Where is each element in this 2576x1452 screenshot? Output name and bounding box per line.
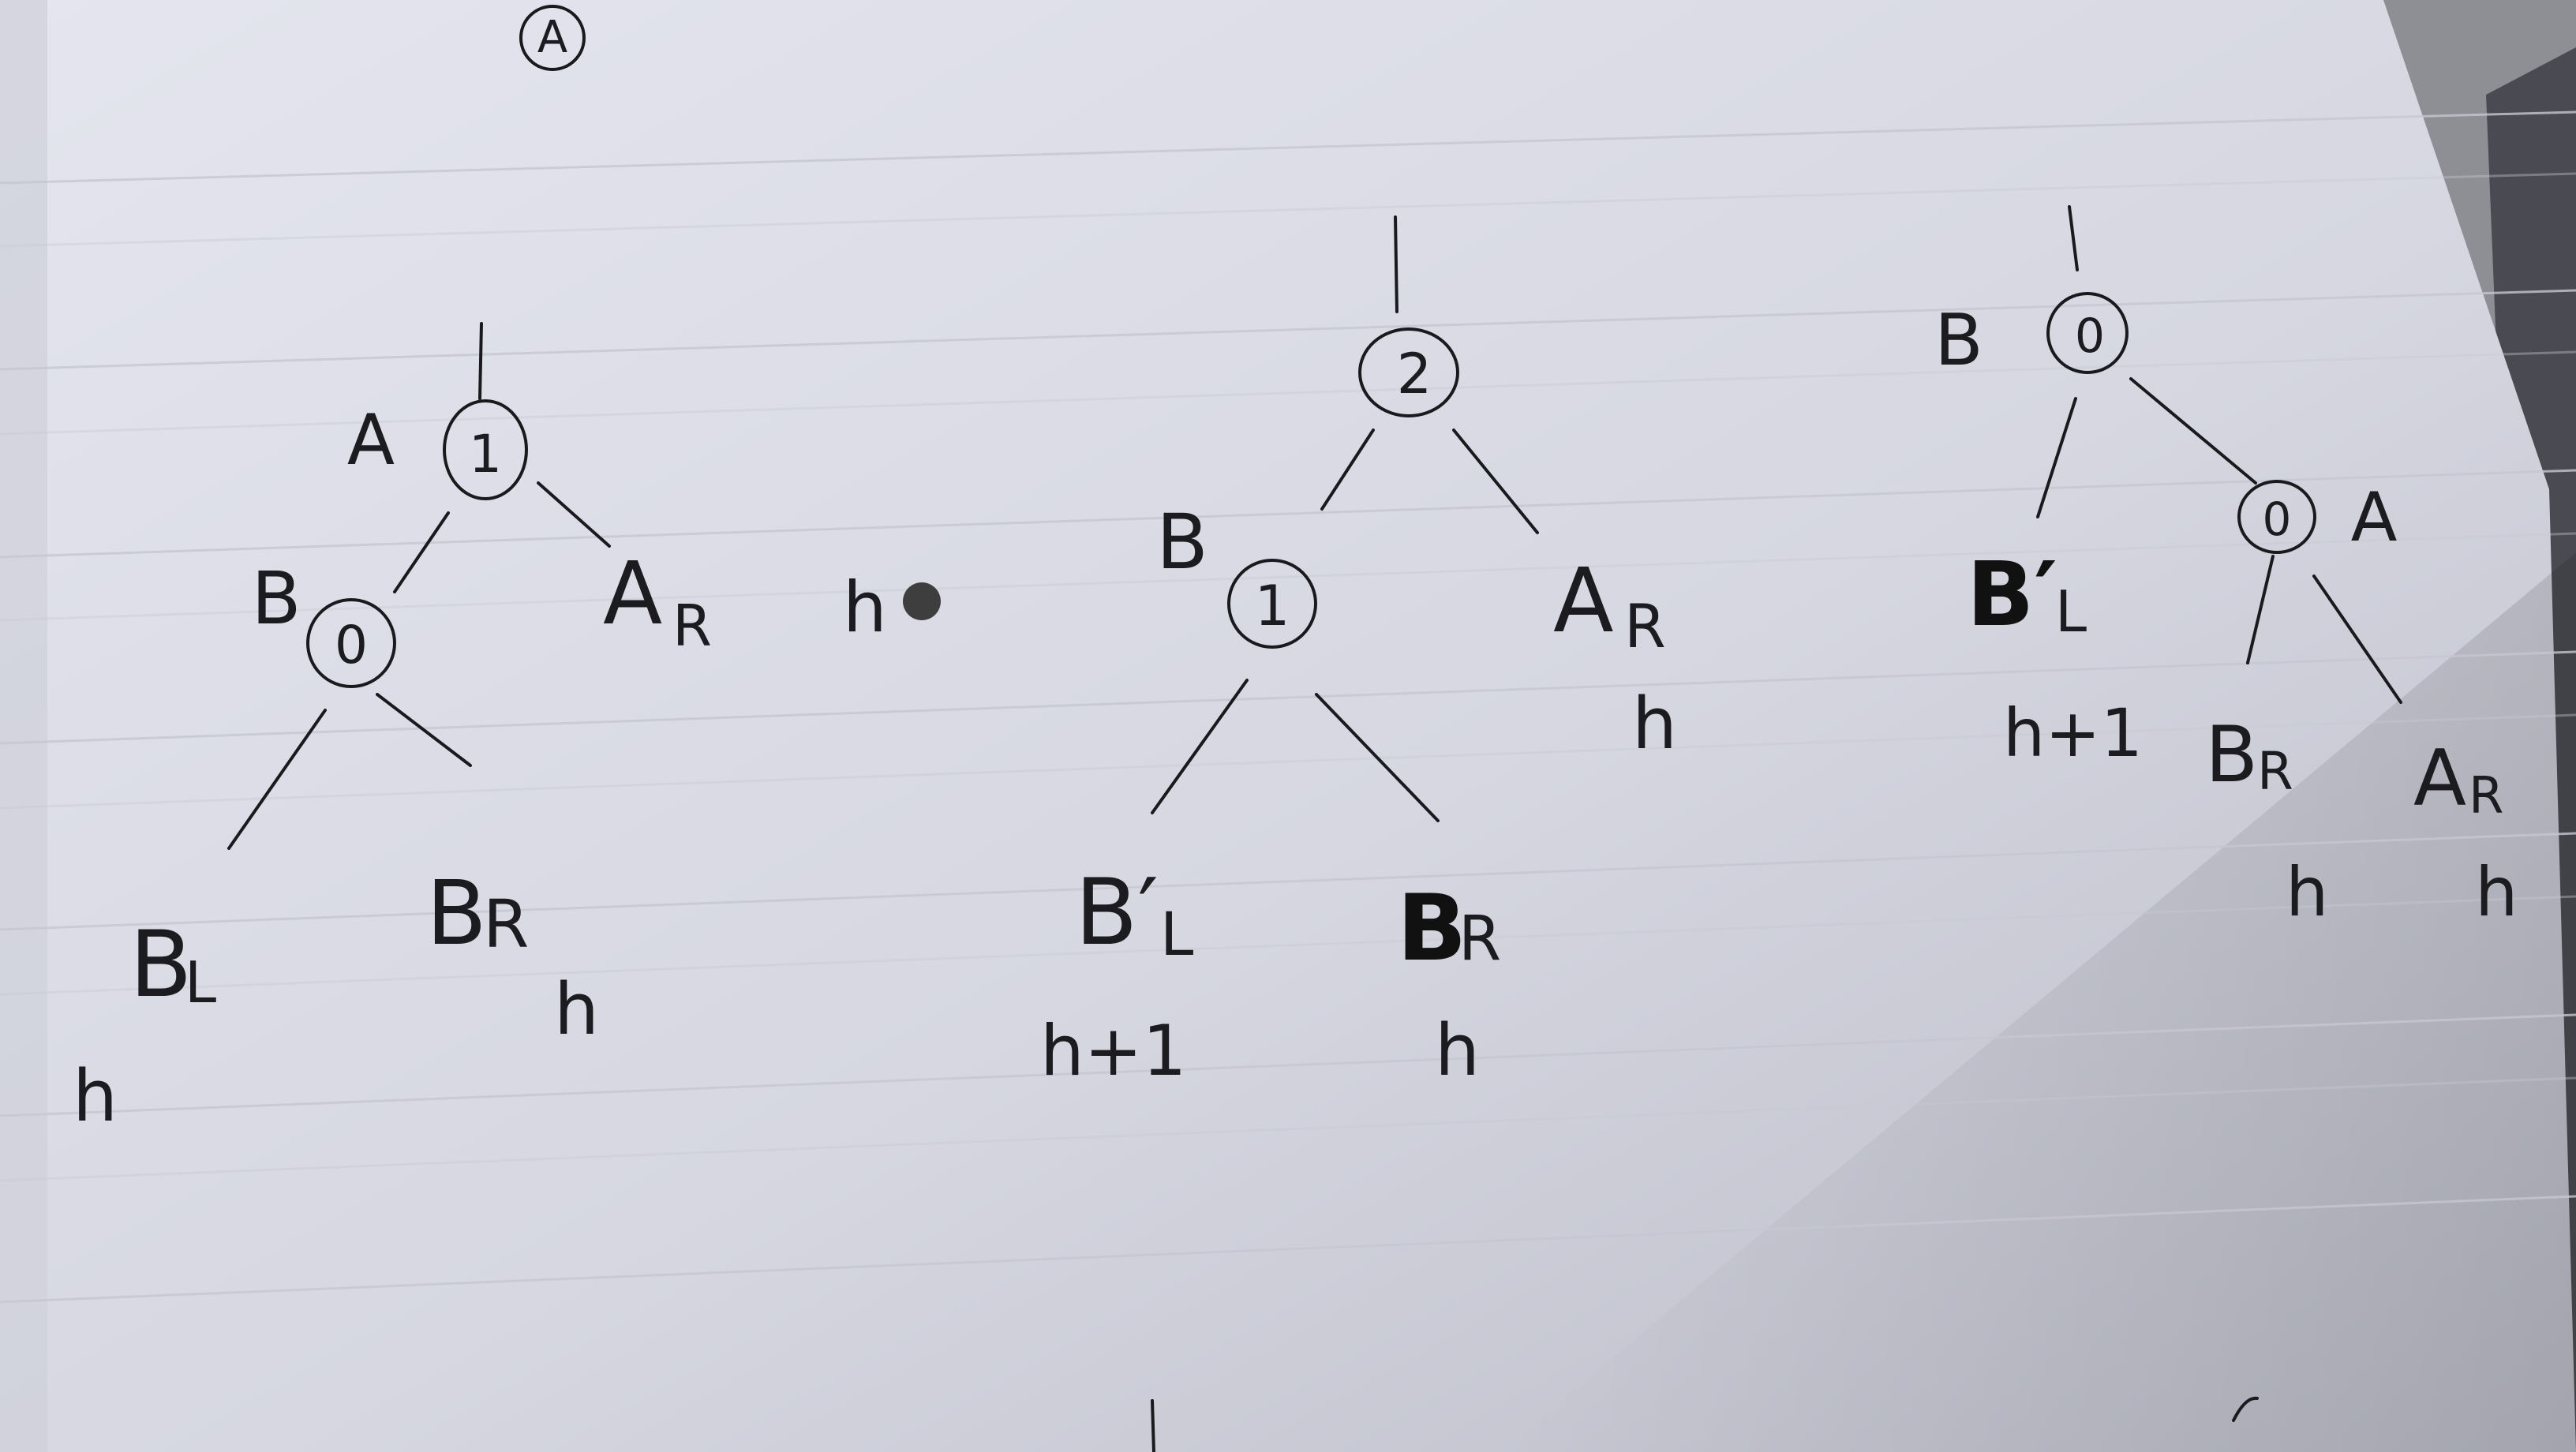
subtree-bl: B L h [73, 911, 216, 1138]
edge-root-a [478, 322, 483, 400]
edge-a-ar [2312, 574, 2402, 704]
subtree-br-height: h [2286, 853, 2329, 932]
subtree-ar: A R h [1553, 550, 1677, 765]
node-a: 0 A [2237, 478, 2398, 557]
edge-root-top [1394, 215, 1398, 313]
subtree-br: B R h [2205, 710, 2329, 932]
subtree-ar-base: A [603, 543, 662, 644]
edge-root-ar [1452, 428, 1539, 534]
subtree-bl-height: h+1 [2003, 694, 2143, 772]
edge-b-br [1315, 693, 1440, 822]
edge-b-br [376, 693, 472, 767]
node-a-balance: 1 [469, 424, 502, 485]
subtree-br-sub: R [1458, 904, 1501, 975]
subtree-ar-base: A [2413, 734, 2466, 824]
edge-b-bl [1151, 679, 1249, 814]
tree-diagram-after-rotation: 0 B 0 A B′ L h+1 B R h A R h [1934, 205, 2518, 932]
subtree-br-base: B [426, 863, 487, 965]
edge-b-bl [2036, 397, 2077, 518]
subtree-br: B R h [426, 863, 599, 1051]
node-b-balance: 0 [2075, 309, 2105, 364]
edge-a-ar [537, 481, 611, 548]
subtree-bl-base: B [129, 911, 193, 1018]
subtree-br-sub: R [2257, 741, 2293, 802]
node-b-label: B [251, 556, 301, 641]
node-b-label: B [1156, 498, 1208, 586]
tree-diagram-after-insertion: 2 1 B A R h B′ L h+1 B R h [1040, 215, 1677, 1092]
subtree-ar-sub: R [2469, 767, 2503, 825]
subtree-br-height: h [1435, 1009, 1480, 1092]
subtree-ar-base: A [1553, 550, 1614, 653]
subtree-ar-height: h [1632, 683, 1677, 765]
node-b-label: B [1934, 299, 1983, 382]
scribble-blot [903, 582, 941, 620]
subtree-br-base: B [2205, 710, 2258, 800]
edge-b-bl [227, 709, 327, 850]
subtree-bl-sub: L [185, 949, 216, 1016]
subtree-bl-sub: L [1160, 899, 1193, 969]
subtree-ar: A R h [2413, 734, 2518, 932]
subtree-ar: A R [603, 543, 712, 659]
subtree-bl-base: B′ [1075, 859, 1159, 966]
scribble-text: h [843, 567, 887, 648]
edge-root-b [1320, 428, 1375, 511]
node-b: 1 B [1156, 498, 1317, 649]
edge-b-a [2129, 377, 2257, 485]
subtree-bl-prime: B′ L h+1 [1967, 544, 2143, 772]
node-root-balance: 2 [1397, 342, 1432, 406]
subtree-bl-base: B′ [1967, 544, 2057, 646]
node-a-label: A [347, 399, 395, 481]
node-b-balance: 0 [335, 615, 368, 675]
subtree-bl-height: h [73, 1055, 118, 1138]
paper-left-edge [0, 0, 47, 1452]
subtree-br-height: h [554, 968, 599, 1051]
edge-a-b [393, 511, 450, 593]
subtree-ar-sub: R [1624, 591, 1666, 661]
paper-shadow [1500, 552, 2576, 1452]
header-mark-text: A [537, 12, 567, 63]
node-b: 0 B [1934, 292, 2129, 382]
subtree-br-sub: R [483, 885, 529, 963]
stray-mark-bottom [1151, 1399, 1155, 1452]
subtree-bl-height: h+1 [1040, 1010, 1187, 1091]
subtree-br-base: B [1397, 875, 1466, 982]
subtree-ar-height: h [2475, 853, 2518, 932]
edge-root-top [2068, 205, 2079, 271]
node-a: 1 A [347, 399, 528, 500]
node-b-balance: 1 [1255, 574, 1290, 638]
subtree-ar-sub: R [672, 593, 712, 659]
node-root: 2 [1358, 327, 1459, 417]
edge-a-br [2246, 555, 2275, 664]
node-b: 0 B [251, 556, 396, 688]
subtree-br: B R h [1397, 875, 1501, 1092]
subtree-bl-prime: B′ L h+1 [1040, 859, 1193, 1091]
tree-diagram-before-insertion: 1 A 0 B A R B L h B R h [73, 322, 712, 1138]
scribble-annotation: h [843, 567, 941, 648]
stray-mark-bottom-right [2232, 1396, 2259, 1422]
node-a-label: A [2351, 478, 2398, 557]
node-a-balance: 0 [2263, 492, 2292, 546]
header-circled-mark: A [519, 5, 586, 71]
subtree-bl-sub: L [2055, 578, 2087, 645]
ruled-lines [0, 110, 2576, 1304]
